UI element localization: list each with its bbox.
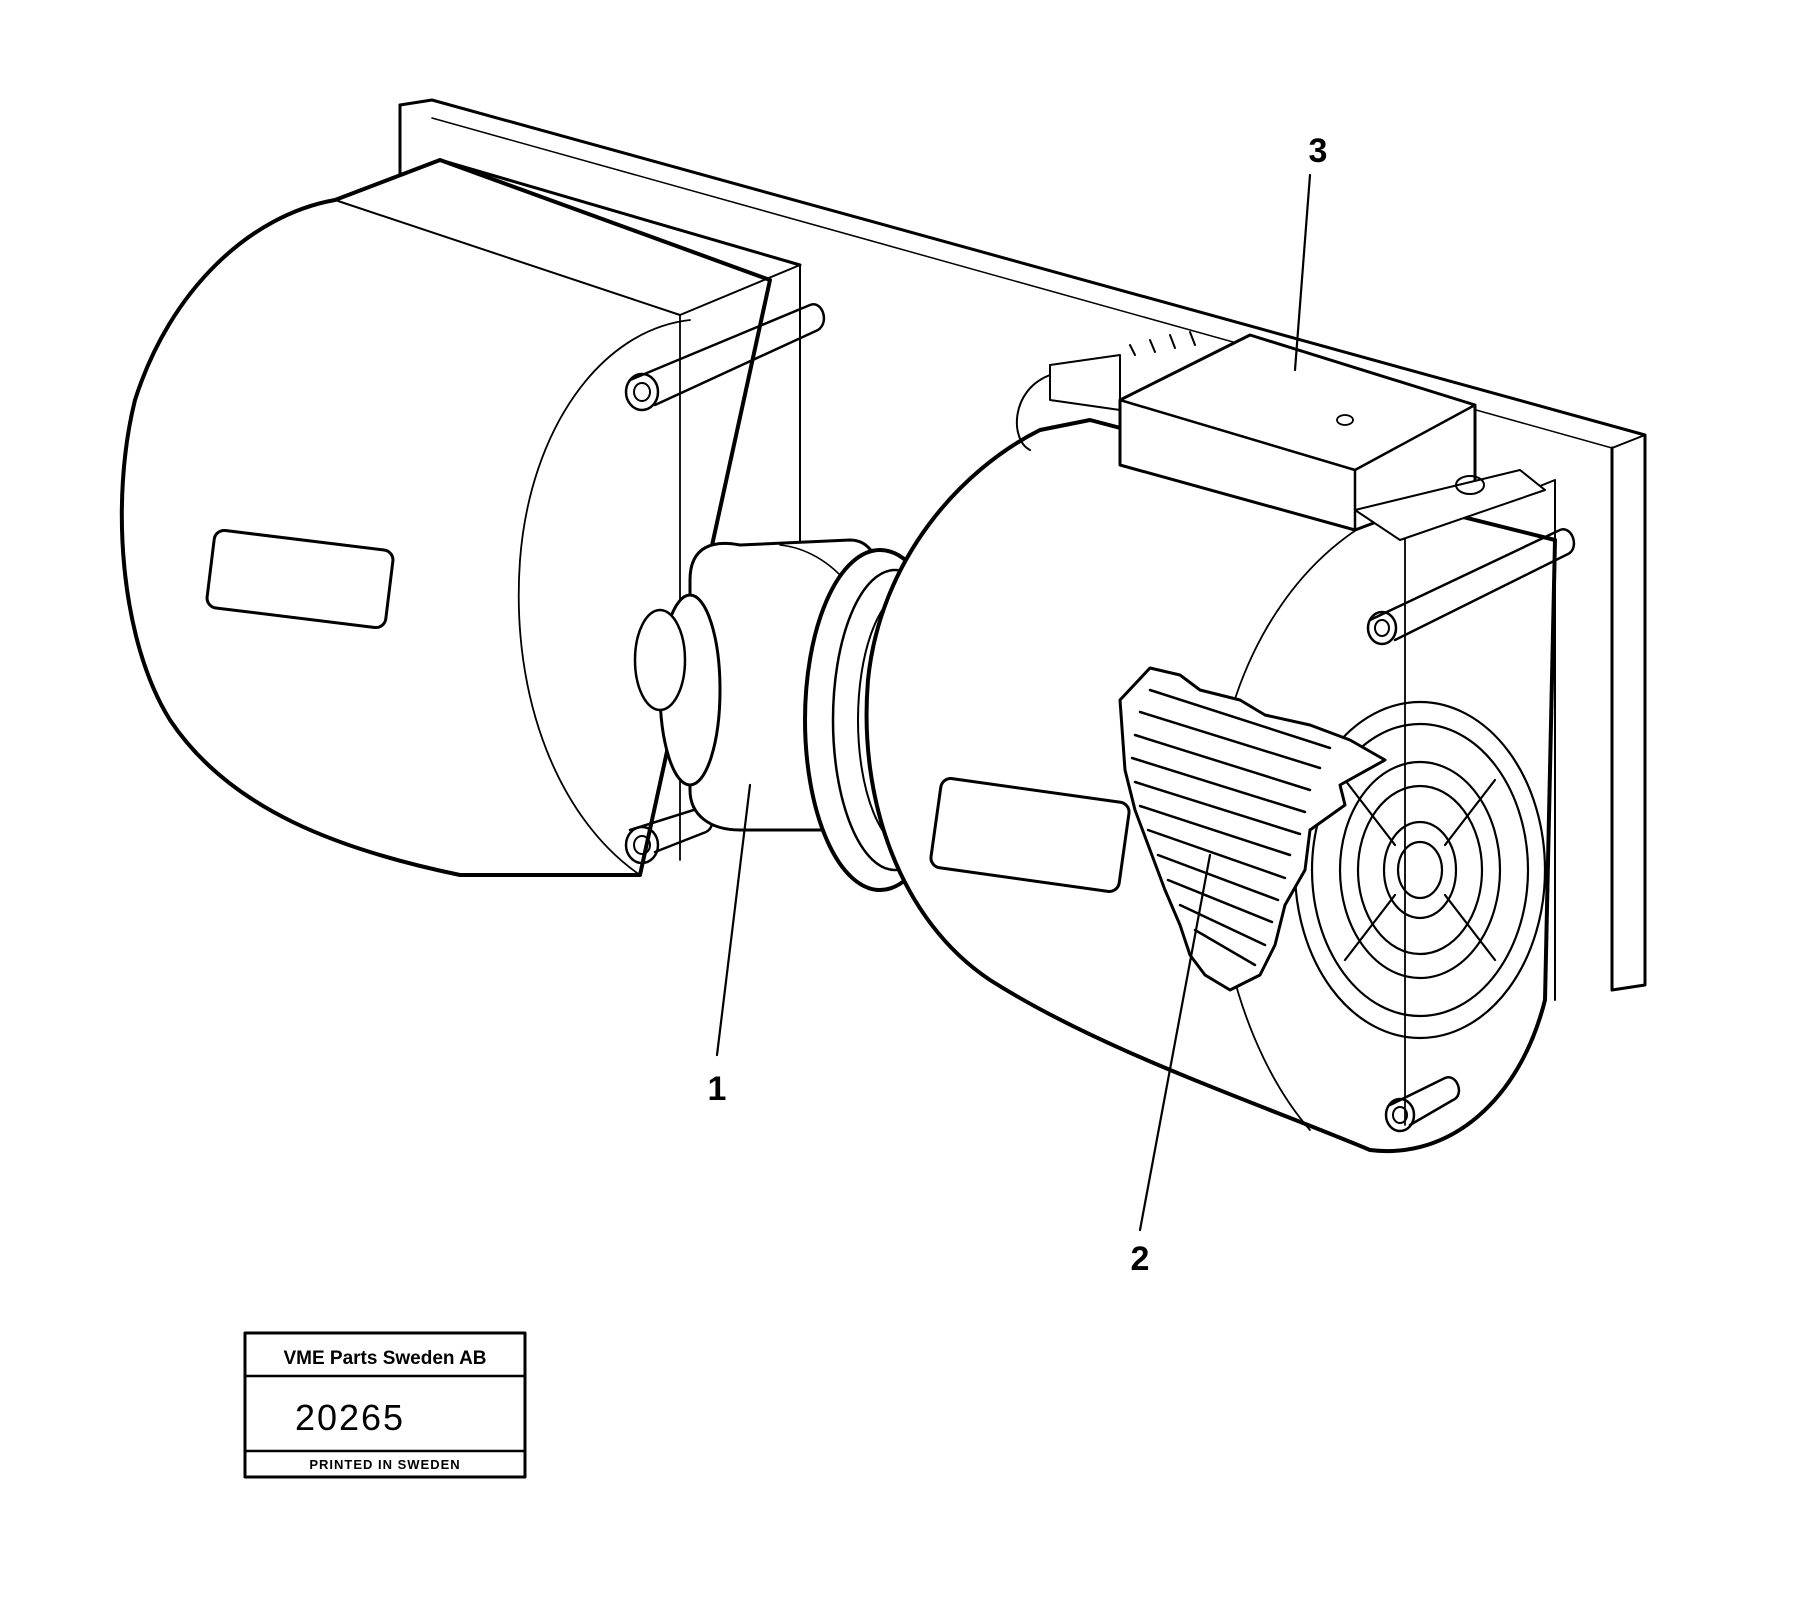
stamp-box	[243, 1331, 527, 1479]
stamp-company: VME Parts Sweden AB	[283, 1348, 486, 1369]
leader-line-2	[1138, 853, 1212, 1232]
leader-line-3	[1293, 173, 1312, 372]
callout-2: 2	[1131, 1240, 1150, 1278]
leader-line-1	[715, 783, 752, 1057]
stamp-footer: PRINTED IN SWEDEN	[309, 1457, 460, 1472]
impeller-cutaway	[1118, 666, 1387, 992]
right-blower-housing	[864, 418, 1576, 1154]
control-box	[1016, 331, 1546, 541]
leader-lines	[715, 173, 1312, 1232]
inlet-grille	[1293, 700, 1547, 1040]
callout-3: 3	[1309, 132, 1328, 170]
callout-1: 1	[708, 1070, 727, 1108]
stamp-number: 20265	[295, 1397, 405, 1438]
